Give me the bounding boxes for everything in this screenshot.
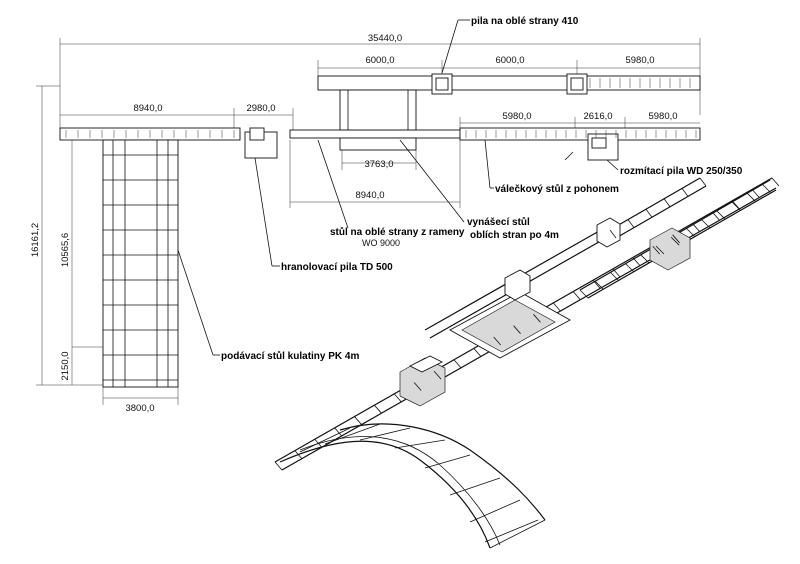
drawing-stroke bbox=[731, 200, 740, 209]
drawing-stroke bbox=[299, 427, 351, 453]
vertical-dimensions: 16161,2 10565,6 2150,0 bbox=[30, 85, 103, 386]
svg-text:3763,0: 3763,0 bbox=[364, 159, 393, 170]
feed-table-label: podávací stůl kulatiny PK 4m bbox=[221, 350, 359, 362]
drawing-stroke bbox=[655, 245, 665, 255]
drawing-stroke bbox=[672, 234, 680, 244]
upper-roller-ticks bbox=[589, 78, 691, 88]
drawing-stroke bbox=[294, 450, 303, 459]
feed-width-dimension: 3800,0 bbox=[102, 387, 179, 414]
drawing-stroke bbox=[670, 236, 680, 246]
drawing-stroke bbox=[533, 314, 541, 323]
svg-text:5980,0: 5980,0 bbox=[502, 111, 531, 122]
svg-text:6000,0: 6000,0 bbox=[495, 55, 524, 66]
drawing-stroke bbox=[449, 477, 501, 496]
drawing-stroke bbox=[686, 228, 695, 237]
drawing-stroke bbox=[612, 268, 621, 278]
slab-table-model: WO 9000 bbox=[362, 238, 400, 248]
drawing-stroke bbox=[572, 291, 581, 300]
carry-table-label-1: vynášecí stůl bbox=[467, 216, 530, 228]
drawing-stroke bbox=[513, 325, 521, 334]
drawing-stroke bbox=[692, 223, 700, 232]
drawing-stroke bbox=[731, 201, 741, 211]
drawing-stroke bbox=[334, 427, 342, 437]
drawing-stroke bbox=[424, 454, 471, 469]
drawing-stroke bbox=[751, 189, 760, 198]
drawing-stroke bbox=[681, 188, 689, 197]
drawing-stroke bbox=[609, 229, 617, 239]
svg-text:2980,0: 2980,0 bbox=[246, 103, 275, 114]
drawing-stroke bbox=[274, 461, 283, 471]
saw-410-callout: pila na oblé strany 410 bbox=[441, 16, 579, 74]
svg-text:8940,0: 8940,0 bbox=[355, 190, 384, 201]
drawing-stroke bbox=[473, 348, 482, 357]
main-roller-ticks bbox=[65, 130, 697, 138]
drawing-stroke bbox=[712, 211, 720, 221]
feed-table-rungs bbox=[103, 154, 178, 381]
drawing-stroke bbox=[394, 439, 446, 449]
svg-text:35440,0: 35440,0 bbox=[368, 33, 402, 44]
square-saw-label: hranolovací pila TD 500 bbox=[281, 262, 393, 273]
drawing-stroke bbox=[413, 382, 422, 391]
lower-dimensions: 3763,0 8940,0 bbox=[289, 140, 461, 208]
drawing-stroke bbox=[469, 499, 521, 523]
drawing-stroke bbox=[374, 404, 382, 414]
feed-table-plan bbox=[102, 139, 179, 388]
carry-table-label-2: oblích stran po 4m bbox=[470, 230, 559, 241]
drawing-stroke bbox=[610, 272, 619, 281]
drawing-stroke bbox=[393, 393, 402, 403]
saw-410-label: pila na oblé strany 410 bbox=[471, 16, 579, 27]
drawing-stroke bbox=[652, 245, 661, 255]
svg-text:6000,0: 6000,0 bbox=[365, 55, 394, 66]
drawing-stroke bbox=[640, 254, 650, 264]
roller-table-label: válečkový stůl z pohonem bbox=[495, 183, 619, 195]
drawing-stroke bbox=[592, 279, 601, 289]
drawing-stroke bbox=[553, 302, 561, 312]
svg-text:5980,0: 5980,0 bbox=[625, 55, 654, 66]
svg-text:5980,0: 5980,0 bbox=[648, 111, 677, 122]
drawing-stroke bbox=[453, 359, 462, 369]
callout-leaders bbox=[177, 139, 619, 356]
drawing-stroke bbox=[663, 198, 671, 208]
svg-text:8940,0: 8940,0 bbox=[133, 103, 162, 114]
drawing-stroke bbox=[493, 336, 501, 346]
isometric-view bbox=[274, 177, 777, 549]
isometric-ties bbox=[274, 177, 780, 543]
drawing-stroke bbox=[701, 219, 710, 228]
drawing-stroke bbox=[324, 423, 381, 445]
drawing-stroke bbox=[354, 416, 362, 425]
drawing-stroke bbox=[627, 219, 635, 228]
svg-text:2616,0: 2616,0 bbox=[583, 111, 612, 122]
svg-text:3800,0: 3800,0 bbox=[125, 403, 154, 414]
drawing-stroke bbox=[433, 370, 442, 380]
svg-text:10565,6: 10565,6 bbox=[60, 233, 71, 267]
drawing-stroke bbox=[645, 208, 653, 218]
cutting-saw-label: rozmítací pila WD 250/350 bbox=[620, 166, 743, 177]
drawing-stroke bbox=[771, 177, 780, 187]
drawing-stroke bbox=[359, 427, 411, 441]
svg-text:16161,2: 16161,2 bbox=[30, 223, 41, 257]
drawing-stroke bbox=[716, 210, 726, 220]
drawing-stroke bbox=[762, 184, 771, 193]
drawing-stroke bbox=[746, 192, 756, 202]
drawing-stroke bbox=[579, 289, 589, 299]
drawing-stroke bbox=[632, 257, 641, 266]
drawing-stroke bbox=[594, 280, 604, 290]
drawing-stroke bbox=[699, 177, 707, 187]
drawing-stroke bbox=[625, 263, 634, 272]
drawing-stroke bbox=[484, 519, 539, 543]
slab-table-label: stůl na oblé strany z rameny bbox=[330, 226, 465, 238]
upper-rail bbox=[317, 73, 701, 95]
svg-text:2150,0: 2150,0 bbox=[60, 351, 71, 380]
left-dimensions: 8940,0 2980,0 bbox=[60, 103, 294, 130]
